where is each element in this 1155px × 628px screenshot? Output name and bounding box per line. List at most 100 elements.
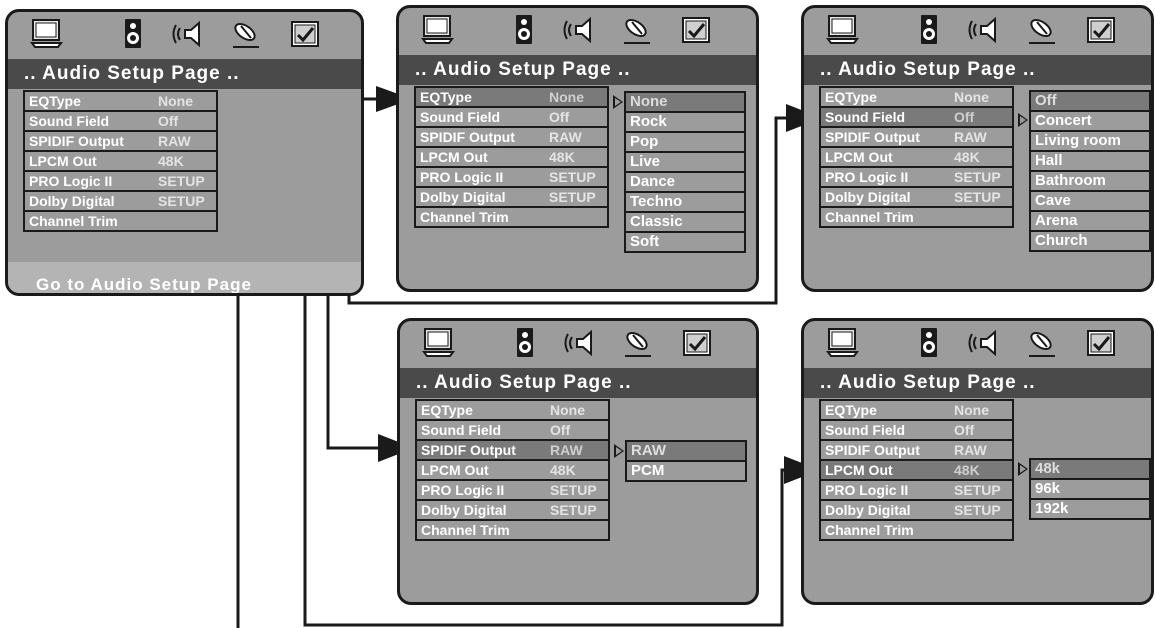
submenu-pointer-icon bbox=[613, 95, 623, 109]
satellite-dish-icon[interactable] bbox=[1025, 327, 1059, 359]
option-item[interactable]: Hall bbox=[1031, 150, 1149, 170]
preferences-checkmark-icon[interactable] bbox=[289, 18, 323, 50]
menu-item-value: 48K bbox=[158, 153, 184, 169]
option-item[interactable]: None bbox=[626, 91, 744, 111]
option-item[interactable]: Dance bbox=[626, 171, 744, 191]
menu-item-channel-trim[interactable]: Channel Trim bbox=[25, 212, 216, 230]
menu-item-label: LPCM Out bbox=[421, 462, 489, 478]
preferences-checkmark-icon[interactable] bbox=[1085, 327, 1119, 359]
option-item[interactable]: Techno bbox=[626, 191, 744, 211]
speaker-icon[interactable] bbox=[508, 327, 542, 359]
menu-item-channel-trim[interactable]: Channel Trim bbox=[821, 208, 1012, 226]
preferences-checkmark-icon[interactable] bbox=[680, 14, 714, 46]
icon-bar bbox=[8, 12, 361, 60]
option-item[interactable]: Concert bbox=[1031, 110, 1149, 130]
menu-item-value: SETUP bbox=[158, 193, 205, 209]
menu-item-channel-trim[interactable]: Channel Trim bbox=[416, 208, 607, 226]
option-item[interactable]: 48k bbox=[1031, 458, 1149, 478]
satellite-dish-icon[interactable] bbox=[621, 327, 655, 359]
menu-item-value: None bbox=[549, 89, 584, 105]
menu-item-value: SETUP bbox=[549, 189, 596, 205]
option-item[interactable]: Rock bbox=[626, 111, 744, 131]
monitor-icon[interactable] bbox=[826, 14, 860, 46]
satellite-dish-icon[interactable] bbox=[1025, 14, 1059, 46]
monitor-icon[interactable] bbox=[421, 14, 455, 46]
option-item[interactable]: Arena bbox=[1031, 210, 1149, 230]
speaker-icon[interactable] bbox=[912, 327, 946, 359]
menu-item-value: RAW bbox=[550, 442, 583, 458]
icon-bar bbox=[399, 8, 756, 56]
menu-item-dolby-digital[interactable]: Dolby Digital SETUP bbox=[25, 192, 216, 212]
speaker-icon[interactable] bbox=[507, 14, 541, 46]
monitor-icon[interactable] bbox=[422, 327, 456, 359]
option-item[interactable]: Cave bbox=[1031, 190, 1149, 210]
speaker-icon[interactable] bbox=[116, 18, 150, 50]
speaker-icon[interactable] bbox=[912, 14, 946, 46]
option-item[interactable]: PCM bbox=[627, 460, 745, 480]
satellite-dish-icon[interactable] bbox=[620, 14, 654, 46]
audio-speaker-icon[interactable] bbox=[562, 14, 596, 46]
audio-speaker-icon[interactable] bbox=[967, 327, 1001, 359]
option-item[interactable]: Classic bbox=[626, 211, 744, 231]
menu-item-label: Sound Field bbox=[420, 109, 501, 125]
option-item[interactable]: Live bbox=[626, 151, 744, 171]
page-title: .. Audio Setup Page .. bbox=[804, 55, 1151, 85]
audio-speaker-icon[interactable] bbox=[967, 14, 1001, 46]
icon-bar bbox=[804, 321, 1151, 369]
menu-item-channel-trim[interactable]: Channel Trim bbox=[821, 521, 1012, 539]
tooltip-text: Go to Audio Setup Page bbox=[8, 262, 361, 293]
option-item[interactable]: Pop bbox=[626, 131, 744, 151]
option-item[interactable]: Off bbox=[1031, 90, 1149, 110]
option-item[interactable]: 96k bbox=[1031, 478, 1149, 498]
option-item[interactable]: RAW bbox=[627, 440, 745, 460]
monitor-icon[interactable] bbox=[30, 18, 64, 50]
menu-item-channel-trim[interactable]: Channel Trim bbox=[417, 521, 608, 539]
option-item[interactable]: Bathroom bbox=[1031, 170, 1149, 190]
audio-speaker-icon[interactable] bbox=[171, 18, 205, 50]
menu-item-label: Sound Field bbox=[29, 113, 110, 129]
option-item[interactable]: Living room bbox=[1031, 130, 1149, 150]
preferences-checkmark-icon[interactable] bbox=[1085, 14, 1119, 46]
audio-speaker-icon[interactable] bbox=[563, 327, 597, 359]
monitor-icon[interactable] bbox=[826, 327, 860, 359]
option-item[interactable]: 192k bbox=[1031, 498, 1149, 518]
option-item[interactable]: Church bbox=[1031, 230, 1149, 250]
satellite-dish-icon[interactable] bbox=[229, 18, 263, 50]
menu-item-label: Dolby Digital bbox=[29, 193, 115, 209]
option-item[interactable]: Soft bbox=[626, 231, 744, 251]
menu-item-value: SETUP bbox=[550, 482, 597, 498]
preferences-checkmark-icon[interactable] bbox=[681, 327, 715, 359]
